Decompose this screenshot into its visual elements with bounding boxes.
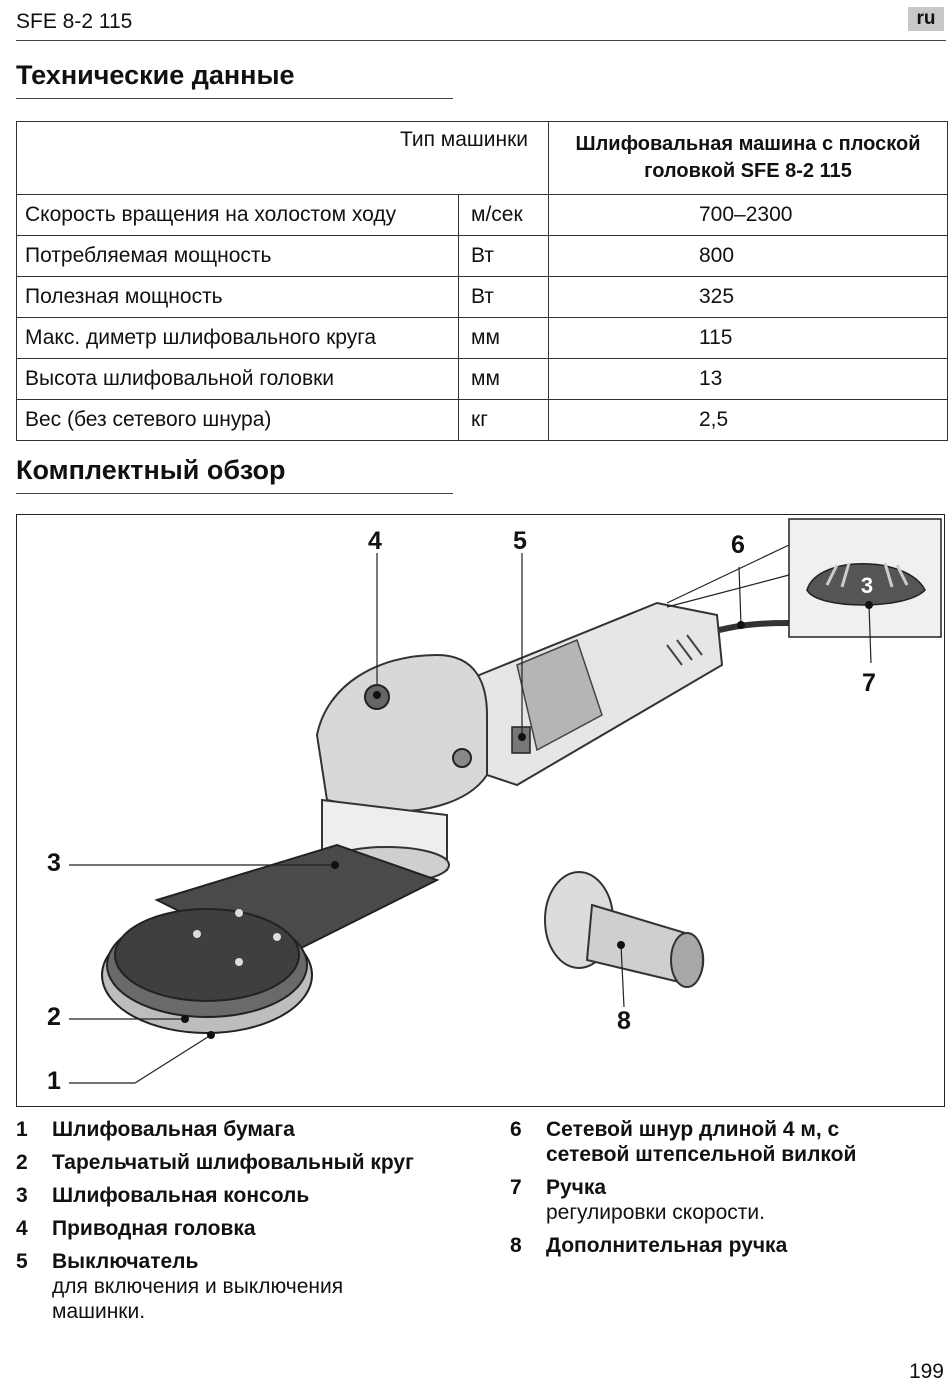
legend-left: 1 Шлифовальная бумага 2 Тарельчатый шлиф… [16,1117,486,1332]
callout-4: 4 [368,527,382,555]
tool-drawing: 3 [69,518,942,1084]
spec-header-model-line1: Шлифовальная машина с плоской [575,133,921,155]
legend-item: 8 Дополнительная ручка [510,1233,910,1258]
spec-param: Макс. диметр шлифовального круга [16,317,459,359]
overview-title-rule [16,493,453,494]
spec-header-model-line2: головкой SFE 8-2 115 [644,160,852,182]
spec-row: Высота шлифовальной головки мм 13 [16,358,948,400]
legend-item: 6 Сетевой шнур длиной 4 м, с сетевой ште… [510,1117,910,1167]
callout-2: 2 [47,1003,61,1031]
legend-item: 5 Выключатель для включения и выключения… [16,1249,486,1324]
header-rule [16,40,946,41]
spec-value: 800 [548,235,948,277]
spec-value: 2,5 [548,399,948,441]
spec-row: Скорость вращения на холостом ходу м/сек… [16,194,948,236]
spec-unit: м/сек [458,194,549,236]
legend-right: 6 Сетевой шнур длиной 4 м, с сетевой ште… [510,1117,910,1266]
legend-number: 6 [510,1118,522,1141]
legend-item: 2 Тарельчатый шлифовальный круг [16,1150,486,1175]
legend-item: 7 Ручка регулировки скорости. [510,1175,910,1225]
spec-unit: Вт [458,235,549,277]
spec-row: Макс. диметр шлифовального круга мм 115 [16,317,948,359]
spec-param: Вес (без сетевого шнура) [16,399,459,441]
language-badge: ru [908,7,944,31]
legend-description: регулировки скорости. [546,1201,765,1224]
spec-row: Вес (без сетевого шнура) кг 2,5 [16,399,948,441]
legend-number: 4 [16,1217,28,1240]
spec-param: Высота шлифовальной головки [16,358,459,400]
legend-title: Шлифовальная консоль [52,1184,310,1207]
spec-value: 13 [548,358,948,400]
legend-number: 3 [16,1184,28,1207]
legend-title: Дополнительная ручка [546,1234,788,1257]
legend-number: 8 [510,1234,522,1257]
legend-title: Шлифовальная бумага [52,1118,295,1141]
legend-item: 4 Приводная головка [16,1216,486,1241]
spec-row: Полезная мощность Вт 325 [16,276,948,318]
spec-unit: мм [458,317,549,359]
spec-param: Скорость вращения на холостом ходу [16,194,459,236]
spec-row: Потребляемая мощность Вт 800 [16,235,948,277]
callout-1: 1 [47,1067,61,1095]
spec-table: Тип машинки Шлифовальная машина с плоско… [16,121,948,441]
legend-number: 1 [16,1118,28,1141]
spec-header-model: Шлифовальная машина с плоской головкой S… [548,121,948,195]
spec-unit: мм [458,358,549,400]
legend-number: 7 [510,1176,522,1199]
legend-title: Приводная головка [52,1217,256,1240]
tool-illustration: 3 4 5 6 7 3 2 1 8 [16,514,945,1107]
speed-dial-number: 3 [861,573,873,598]
legend-title: Тарельчатый шлифовальный круг [52,1151,414,1174]
callout-7: 7 [862,669,876,697]
legend-title: Ручка [546,1176,607,1199]
overview-title: Комплектный обзор [16,455,286,485]
callout-5: 5 [513,527,527,555]
legend-number: 5 [16,1250,28,1273]
legend-item: 3 Шлифовальная консоль [16,1183,486,1208]
spec-unit: кг [458,399,549,441]
page-number: 199 [908,1360,944,1383]
legend-item: 1 Шлифовальная бумага [16,1117,486,1142]
spec-value: 325 [548,276,948,318]
spec-table-header-row: Тип машинки Шлифовальная машина с плоско… [16,121,948,195]
legend-number: 2 [16,1151,28,1174]
spec-header-label: Тип машинки [16,121,549,195]
tech-data-title-rule [16,98,453,99]
header-model: SFE 8-2 115 [16,10,133,33]
spec-value: 115 [548,317,948,359]
spec-value: 700–2300 [548,194,948,236]
legend-title: Выключатель [52,1250,199,1273]
spec-param: Потребляемая мощность [16,235,459,277]
spec-param: Полезная мощность [16,276,459,318]
tech-data-title: Технические данные [16,60,295,90]
legend-title: Сетевой шнур длиной 4 м, с сетевой штепс… [546,1118,857,1166]
callout-6: 6 [731,531,745,559]
callout-8: 8 [617,1007,631,1035]
spec-unit: Вт [458,276,549,318]
callout-3: 3 [47,849,61,877]
legend-description: для включения и выключения машинки. [52,1275,344,1323]
